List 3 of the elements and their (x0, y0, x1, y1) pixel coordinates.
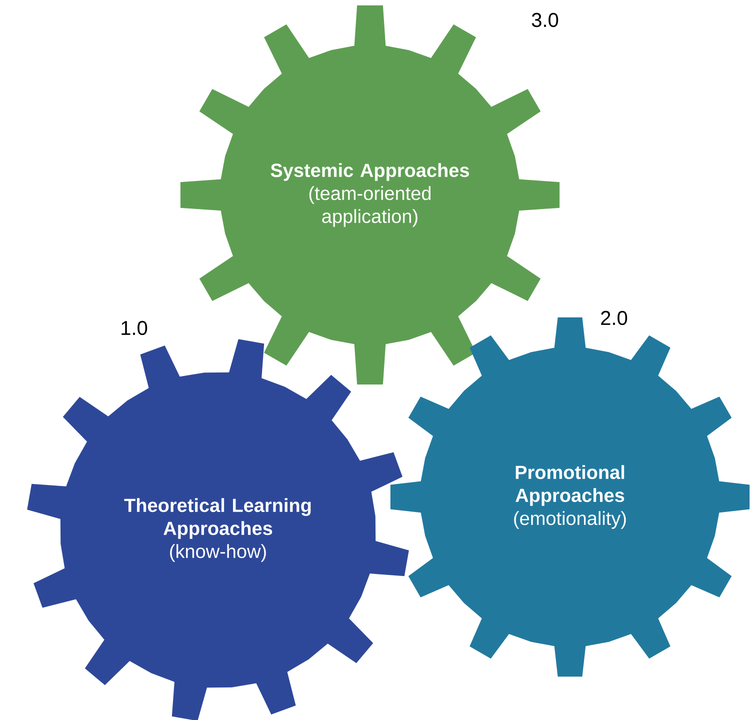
gear: Theoretical Learning Approaches (know-how) (27, 339, 409, 720)
gear-number: 3.0 (532, 12, 558, 28)
gear-number: 1.0 (122, 320, 148, 336)
